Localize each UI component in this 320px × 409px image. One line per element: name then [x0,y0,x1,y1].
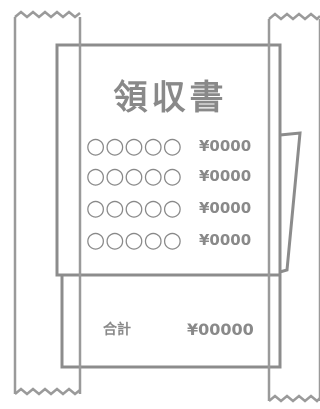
item-name: ○○○○○ [86,134,182,159]
back-paper [60,273,282,369]
total-amount: ¥00000 [187,320,254,339]
item-name: ○○○○○ [86,196,182,221]
total-label: 合計 [103,322,131,338]
paper-curl [278,131,302,274]
right-tape [267,12,320,403]
front-paper [55,43,282,277]
left-tape [13,10,82,396]
item-amount: ¥0000 [199,199,252,217]
item-amount: ¥0000 [199,137,252,155]
item-name: ○○○○○ [86,164,182,189]
receipt-title: 領収書 [113,78,228,118]
item-amount: ¥0000 [199,231,252,249]
item-amount: ¥0000 [199,167,252,185]
item-name: ○○○○○ [86,228,182,253]
